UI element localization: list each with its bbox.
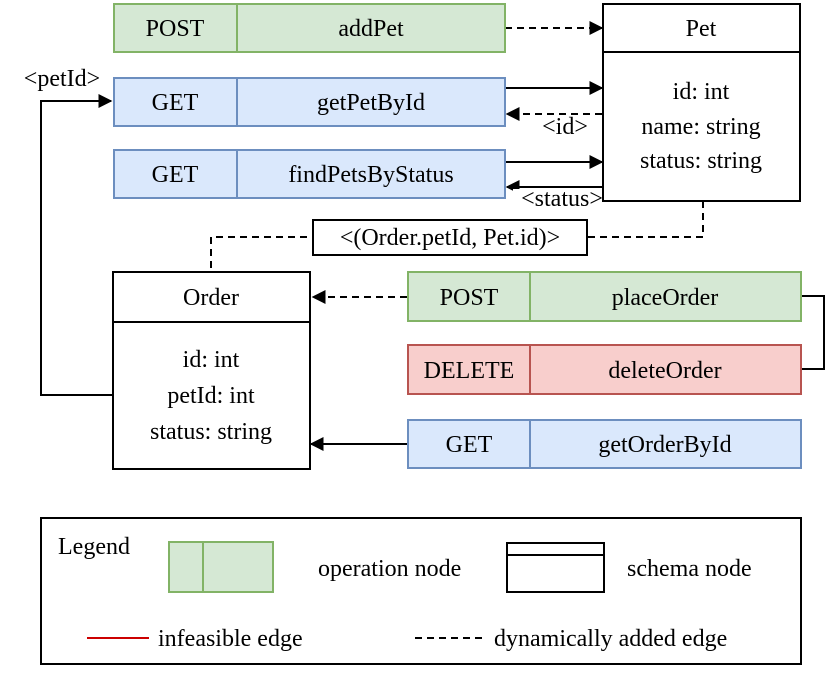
method-label: GET <box>152 90 199 116</box>
method-label: GET <box>152 162 199 188</box>
method-label: POST <box>146 16 205 42</box>
op-find-pets-by-status[interactable]: GET findPetsByStatus <box>113 149 506 199</box>
label-status: <status> <box>521 186 603 212</box>
edge-order-to-getpetbyid <box>40 94 113 396</box>
legend-dynamic-label: dynamically added edge <box>494 626 727 652</box>
method-label: DELETE <box>424 358 515 384</box>
label-order-pet: <(Order.petId, Pet.id)> <box>340 225 560 251</box>
schema-title: Pet <box>686 16 717 42</box>
legend-schema-label: schema node <box>627 556 752 582</box>
label-id-bg <box>536 117 594 139</box>
legend-infeasible-label: infeasible edge <box>158 626 303 652</box>
legend-title: Legend <box>58 534 130 560</box>
op-get-order-by-id[interactable]: GET getOrderById <box>407 419 802 469</box>
method-label: GET <box>446 432 493 458</box>
operation-label: getPetById <box>317 90 425 116</box>
schema-field: id: int <box>673 79 730 105</box>
schema-field: id: int <box>183 347 240 373</box>
legend-schema-swatch <box>506 542 605 593</box>
schema-field: name: string <box>641 114 760 140</box>
schema-field: status: string <box>150 419 272 445</box>
label-pet-id: <petId> <box>24 66 100 92</box>
legend-operation-label: operation node <box>318 556 461 582</box>
order-pet-label-box <box>312 219 588 256</box>
operation-label: addPet <box>338 16 404 42</box>
operation-label: placeOrder <box>612 285 719 311</box>
legend: Legend operation node schema node infeas… <box>40 517 802 665</box>
schema-field: status: string <box>640 148 762 174</box>
edge-placeorder-to-deleteorder <box>801 295 825 370</box>
op-get-pet-by-id[interactable]: GET getPetById <box>113 77 506 127</box>
schema-pet[interactable]: Pet id: int name: string status: string <box>602 3 801 202</box>
legend-frame <box>40 517 802 665</box>
method-label: POST <box>440 285 499 311</box>
schema-field: petId: int <box>167 383 255 409</box>
label-id: <id> <box>542 114 588 140</box>
op-delete-order[interactable]: DELETE deleteOrder <box>407 344 802 395</box>
operation-label: getOrderById <box>598 432 731 458</box>
edge-labels: <petId> <id> <status> <(Order.petId, Pet… <box>24 66 611 256</box>
schema-order[interactable]: Order id: int petId: int status: string <box>112 271 311 470</box>
schema-title: Order <box>183 285 239 311</box>
op-add-pet[interactable]: POST addPet <box>113 3 506 53</box>
operation-label: deleteOrder <box>608 358 721 384</box>
operation-label: findPetsByStatus <box>288 162 453 188</box>
legend-operation-swatch <box>168 541 274 593</box>
label-status-bg <box>513 189 611 209</box>
op-place-order[interactable]: POST placeOrder <box>407 271 802 322</box>
